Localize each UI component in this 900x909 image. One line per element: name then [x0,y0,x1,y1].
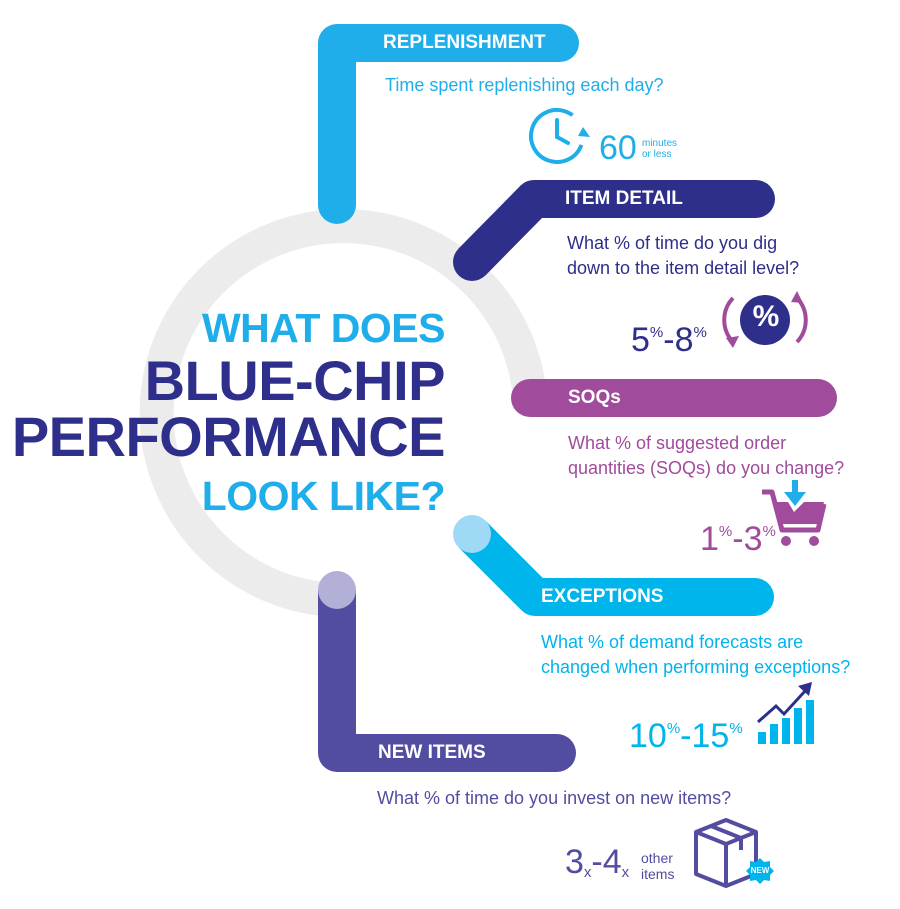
exceptions-label: EXCEPTIONS [541,586,664,607]
new-items-end [538,734,576,772]
item-detail-node [453,243,491,281]
item-detail-question-2: down to the item detail level? [567,258,800,278]
exceptions-node [453,515,491,553]
new-items-node [318,571,356,609]
new-items-label: NEW ITEMS [378,742,486,763]
soqs-question-1: What % of suggested order [568,433,787,453]
new-items-question: What % of time do you invest on new item… [377,788,732,808]
item-detail-high: 8 [674,321,694,359]
item-detail-low: 5 [631,321,650,359]
soqs-label: SOQs [568,387,621,408]
replenishment-node [318,186,356,224]
title-line-4: LOOK LIKE? [201,473,446,519]
replenishment-connector [318,24,560,205]
title-line-1: WHAT DOES [201,305,446,351]
exceptions-high: 15 [691,717,730,755]
new-items-low: 3 [565,843,584,881]
exceptions-question-1: What % of demand forecasts are [541,632,804,652]
exceptions-question-2: changed when performing exceptions? [541,657,851,677]
item-detail-end [737,180,775,218]
exceptions-stat: 10%-15% [629,712,743,753]
new-items-high: 4 [602,843,622,881]
replenishment-stat-unit-1: minutes [642,138,678,149]
percent-cycle-icon [722,291,808,348]
exceptions-low: 10 [629,717,667,755]
new-items-high-unit: x [621,864,630,881]
replenishment-end [541,24,579,62]
bar-chart-growth-icon [757,682,814,744]
item-detail-stat: 5%-8% [631,316,707,357]
item-detail-dash: - [663,321,675,359]
new-items-suffix-2: items [641,866,675,882]
exceptions-end [736,578,774,616]
item-detail-label: ITEM DETAIL [565,188,683,209]
soqs-dash: - [732,520,744,558]
exceptions-connector [458,520,755,616]
soqs-stat: 1%-3% [700,515,776,556]
soqs-high: 3 [743,520,763,558]
exceptions-high-unit: % [729,720,743,737]
soqs-question-2: quantities (SOQs) do you change? [568,458,845,478]
title-line-3: PERFORMANCE [11,405,446,468]
exceptions-low-unit: % [666,720,681,737]
cart-download-icon [762,480,827,546]
soqs-low-unit: % [718,523,733,540]
item-detail-low-unit: % [649,324,664,341]
soqs-high-unit: % [762,523,776,540]
new-items-badge: NEW [750,866,770,875]
new-items-suffix-1: other [641,850,673,866]
item-detail-question-1: What % of time do you dig [567,233,778,253]
item-detail-badge: % [752,300,780,333]
exceptions-dash: - [680,717,692,755]
replenishment-label: REPLENISHMENT [383,32,546,53]
new-items-low-unit: x [583,864,592,881]
title-line-2: BLUE-CHIP [144,349,446,412]
item-detail-connector [458,180,756,276]
new-items-stat: 3x-4x [565,845,629,890]
clock-icon [529,108,590,164]
item-detail-high-unit: % [693,324,707,341]
new-items-connector [318,590,557,772]
replenishment-stat-unit-2: or less [642,149,672,160]
replenishment-stat-value: 60 [599,129,637,167]
replenishment-question: Time spent replenishing each day? [385,75,664,95]
box-new-icon [694,818,774,888]
new-items-dash: - [591,843,603,881]
soqs-low: 1 [700,520,719,558]
